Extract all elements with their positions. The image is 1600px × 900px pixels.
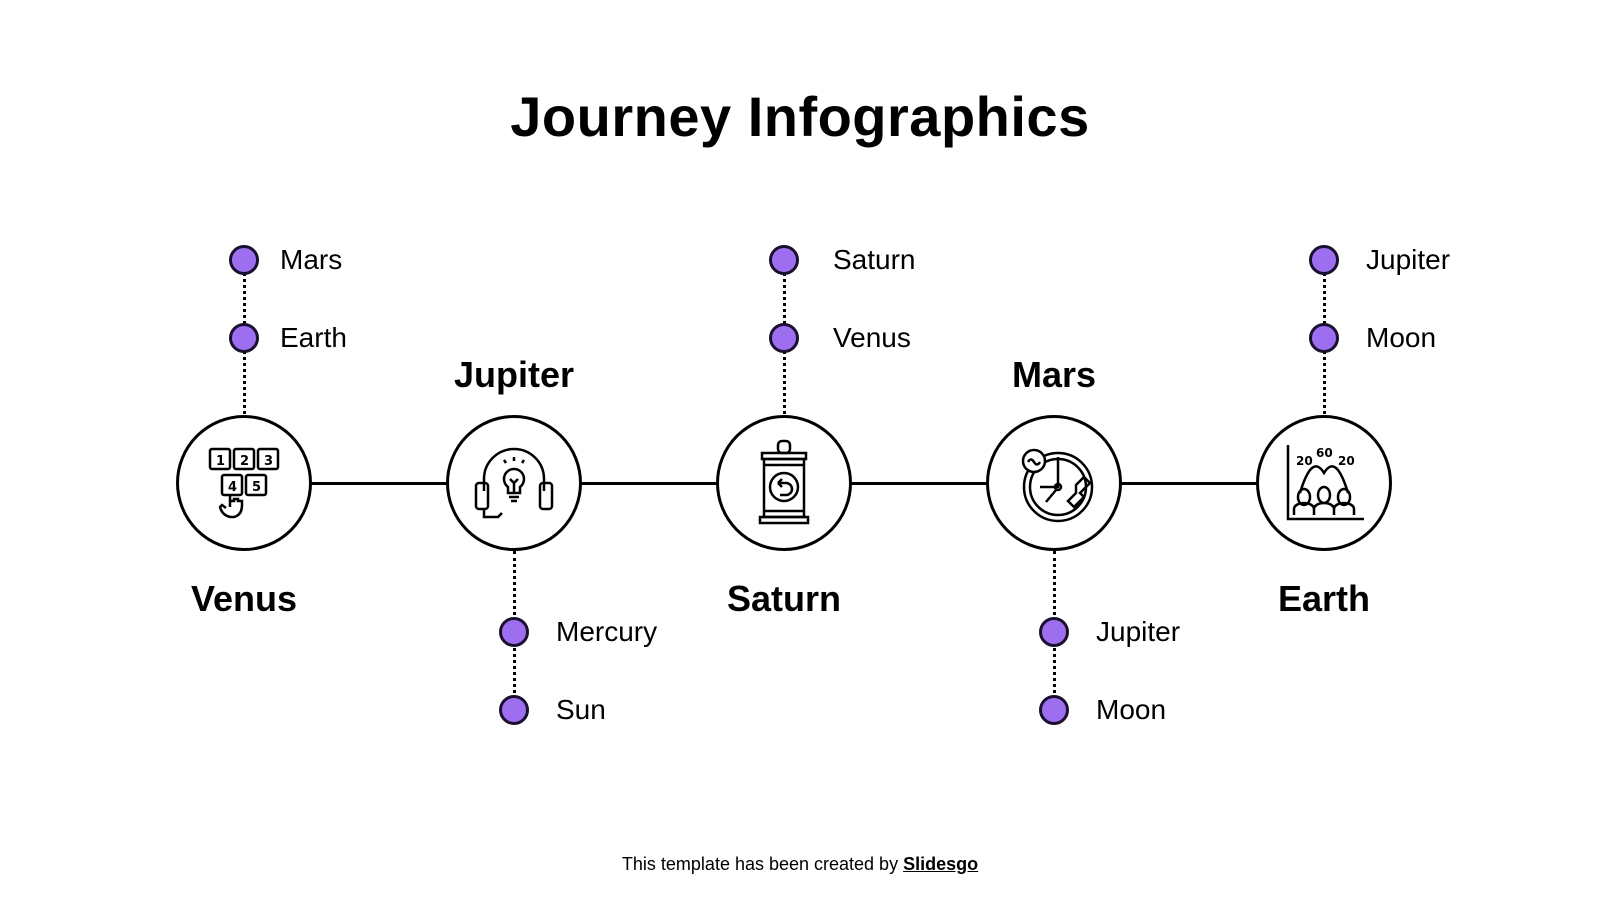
sub-item: Mars <box>280 244 343 275</box>
bullet-dot <box>769 323 799 353</box>
footer-text: This template has been created by <box>621 854 904 874</box>
svg-text:3: 3 <box>264 454 273 469</box>
svg-text:1: 1 <box>216 454 225 469</box>
bullet-dot <box>769 245 799 275</box>
bullet-dot <box>499 617 529 647</box>
bullet-dot <box>1309 245 1339 275</box>
clock-phone-icon <box>1021 448 1094 523</box>
headset-idea-icon <box>474 447 554 519</box>
bullet-dot <box>1039 695 1069 725</box>
step-node-earth: 20 60 20 <box>1256 415 1392 551</box>
step-label: Jupiter <box>453 354 575 395</box>
bullet-dot <box>499 695 529 725</box>
sub-item: Sun <box>556 694 606 725</box>
svg-text:20: 20 <box>1296 454 1313 468</box>
page-title: Journey Infographics <box>510 85 1090 148</box>
step-node-venus: 1 2 3 4 5 <box>176 415 312 551</box>
sub-item: Mercury <box>556 616 658 647</box>
bullet-dot <box>229 245 259 275</box>
sub-item: Moon <box>1096 694 1167 725</box>
audience-chart-icon: 20 60 20 <box>1286 445 1364 521</box>
bullet-dot <box>1039 617 1069 647</box>
svg-text:20: 20 <box>1338 454 1355 468</box>
step-label: Venus <box>190 578 298 619</box>
bullet-dot <box>229 323 259 353</box>
recycle-can-icon <box>758 439 810 525</box>
footer-credit: This template has been created by Slides… <box>0 854 1600 875</box>
svg-text:5: 5 <box>252 480 261 495</box>
step-node-mars <box>986 415 1122 551</box>
sub-item: Moon <box>1366 322 1437 353</box>
sub-item: Saturn <box>833 244 916 275</box>
bullet-dot <box>1309 323 1339 353</box>
sub-item: Jupiter <box>1366 244 1451 275</box>
svg-text:60: 60 <box>1316 446 1333 460</box>
step-label: Earth <box>1277 578 1371 619</box>
svg-text:4: 4 <box>228 480 237 495</box>
step-node-saturn <box>716 415 852 551</box>
sub-item: Earth <box>280 322 347 353</box>
keypad-icon: 1 2 3 4 5 <box>208 447 280 519</box>
sub-item: Jupiter <box>1096 616 1181 647</box>
svg-text:2: 2 <box>240 454 249 469</box>
step-node-jupiter <box>446 415 582 551</box>
slidesgo-link[interactable]: Slidesgo <box>903 854 979 874</box>
sub-item: Venus <box>833 322 911 353</box>
step-label: Saturn <box>726 578 841 619</box>
step-label: Mars <box>1011 354 1097 395</box>
